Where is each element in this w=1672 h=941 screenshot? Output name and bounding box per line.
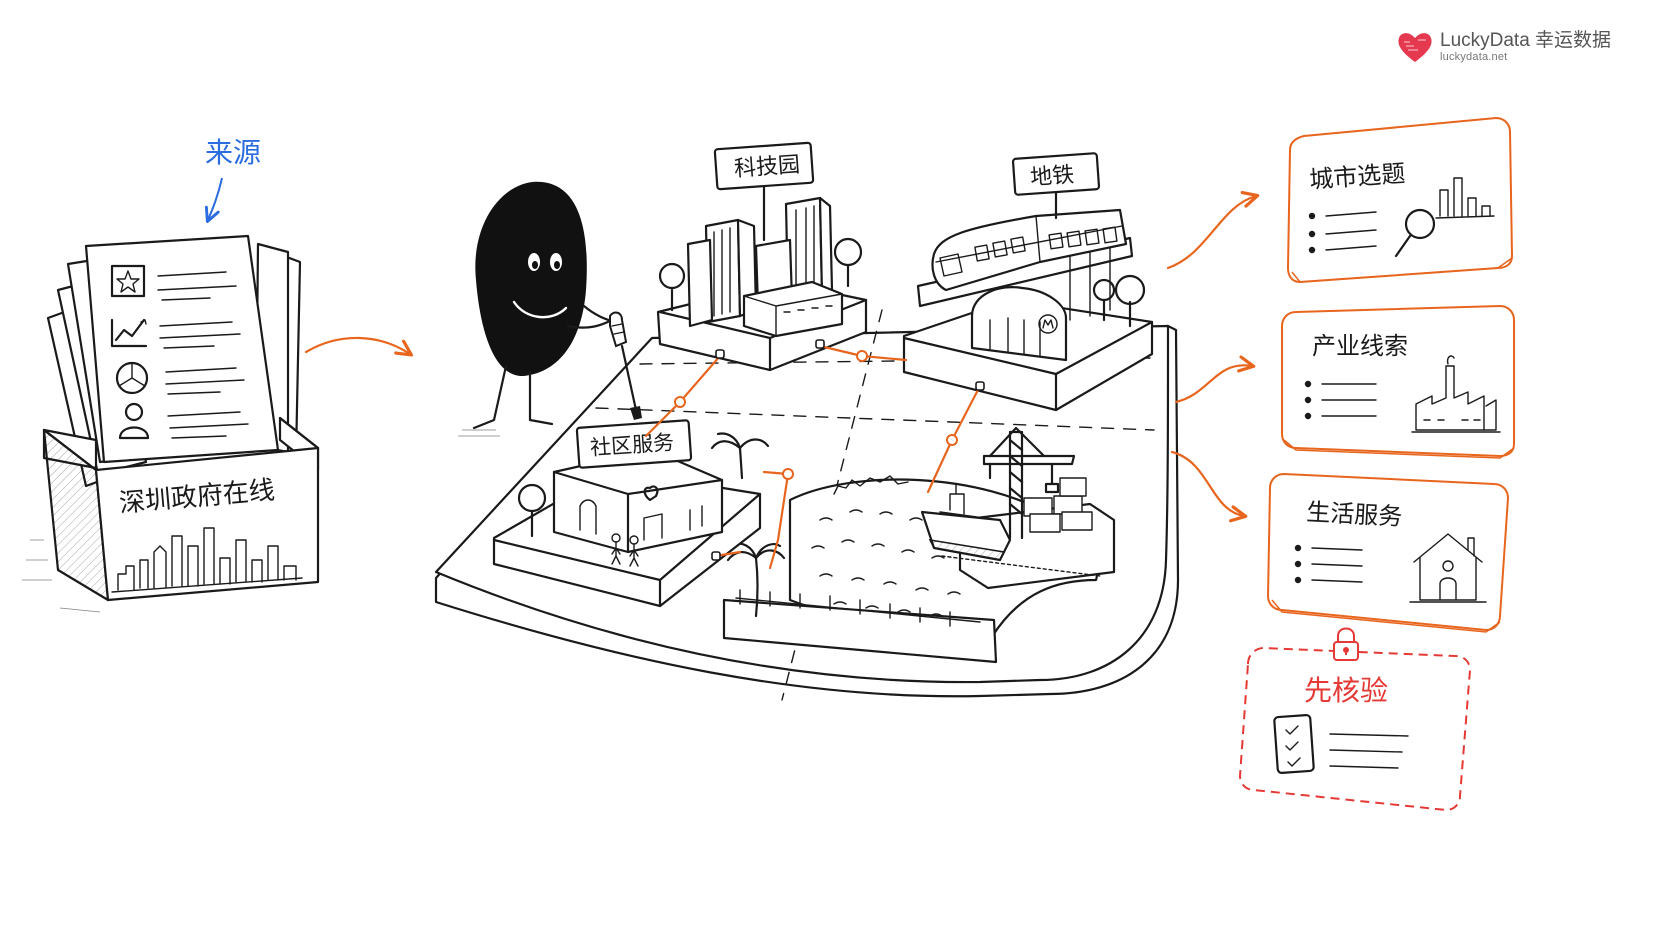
front-document (84, 234, 280, 464)
luckydata-logo: LuckyData 幸运数据 luckydata.net (1396, 30, 1611, 64)
water-ripples (811, 509, 961, 617)
card-city-topics-lines (1308, 211, 1377, 254)
distant-skyline (833, 475, 909, 495)
output-arrows (1166, 190, 1260, 523)
house-icon (1409, 533, 1487, 603)
metro-block: 地铁 (902, 152, 1154, 412)
bean-character (458, 181, 642, 437)
metro-station-icon (970, 286, 1068, 362)
tech-park-block: 科技园 (656, 141, 868, 372)
line-chart-icon (110, 318, 148, 348)
people-icon (611, 533, 639, 567)
card-life-services: 生活服务 (1266, 472, 1510, 633)
card-city-topics: 城市选题 (1286, 116, 1514, 284)
lock-icon (1333, 627, 1359, 661)
community-sign (575, 419, 693, 469)
metro-label: 地铁 (1029, 163, 1075, 191)
community-block: 社区服务 (492, 419, 770, 608)
card-verify-first-lines (1329, 733, 1409, 769)
checklist-icon (1273, 713, 1315, 775)
logo-brand: LuckyData 幸运数据 (1440, 29, 1612, 51)
crane-icon (982, 426, 1076, 540)
document-stack (46, 234, 302, 488)
waterfront-promenade (722, 589, 998, 664)
ship-icon (920, 483, 1101, 577)
port (920, 426, 1116, 590)
tech-park-sign (713, 141, 815, 191)
card-verify-first-title: 先核验 (1304, 674, 1388, 707)
metro-sign (1011, 152, 1101, 196)
card-industry-leads-title: 产业线索 (1312, 332, 1408, 360)
skyline-icon (111, 527, 303, 593)
card-industry-leads-lines (1304, 380, 1377, 420)
source-box: 深圳政府在线 (22, 416, 320, 613)
source-to-city-arrow (304, 336, 414, 357)
logo-url: luckydata.net (1440, 51, 1508, 64)
card-industry-leads: 产业线索 (1281, 304, 1515, 459)
magnifier-chart-icon (1394, 177, 1495, 258)
data-connections (644, 339, 985, 570)
containers (1023, 477, 1093, 533)
document-text-lines (157, 271, 249, 439)
metro-train-icon (931, 208, 1128, 292)
source-annotation: 来源 (204, 136, 261, 223)
source-annotation-arrow (204, 177, 223, 223)
heart-icon-sign (643, 485, 659, 502)
card-life-services-lines (1294, 544, 1363, 584)
community-label: 社区服务 (589, 430, 674, 460)
star-icon (110, 264, 146, 298)
factory-icon (1411, 355, 1501, 433)
screwdriver-icon (609, 311, 642, 420)
smile (512, 300, 568, 319)
heart-icon (1398, 33, 1432, 62)
card-city-topics-title: 城市选题 (1308, 159, 1406, 194)
source-annotation-label: 来源 (205, 136, 261, 169)
card-verify-first: 先核验 (1238, 627, 1472, 812)
tech-park-label: 科技园 (733, 153, 801, 183)
card-life-services-title: 生活服务 (1306, 498, 1403, 531)
person-icon (124, 402, 144, 422)
